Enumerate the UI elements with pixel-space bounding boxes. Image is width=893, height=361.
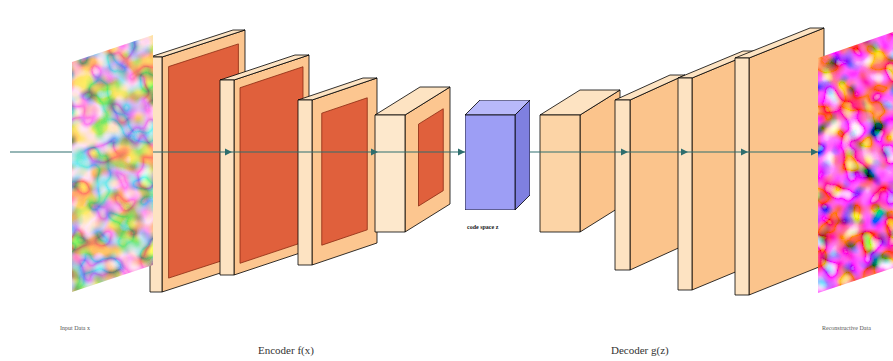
section-label: Encoder f(x) [258,344,314,357]
decoder-layers [540,28,824,295]
flow-connector [530,149,818,156]
section-label: Decoder g(z) [611,344,669,357]
connector-line [530,151,818,152]
input-image: Input Data x [72,35,153,292]
node-label: code space z [467,224,498,231]
input-line [10,151,72,152]
encoder-layers [150,30,450,292]
connector-line [153,151,465,152]
node-label: Input Data x [60,325,90,332]
flow-connector [153,149,465,156]
cube-shape [465,100,530,210]
arrowhead [811,149,818,156]
image-shape [72,35,153,292]
code-cube: code space z [465,100,530,210]
output-image: Reconstructive Data [818,28,893,293]
arrowhead [458,149,465,156]
node-label: Reconstructive Data [822,325,871,332]
image-shape [818,28,893,293]
